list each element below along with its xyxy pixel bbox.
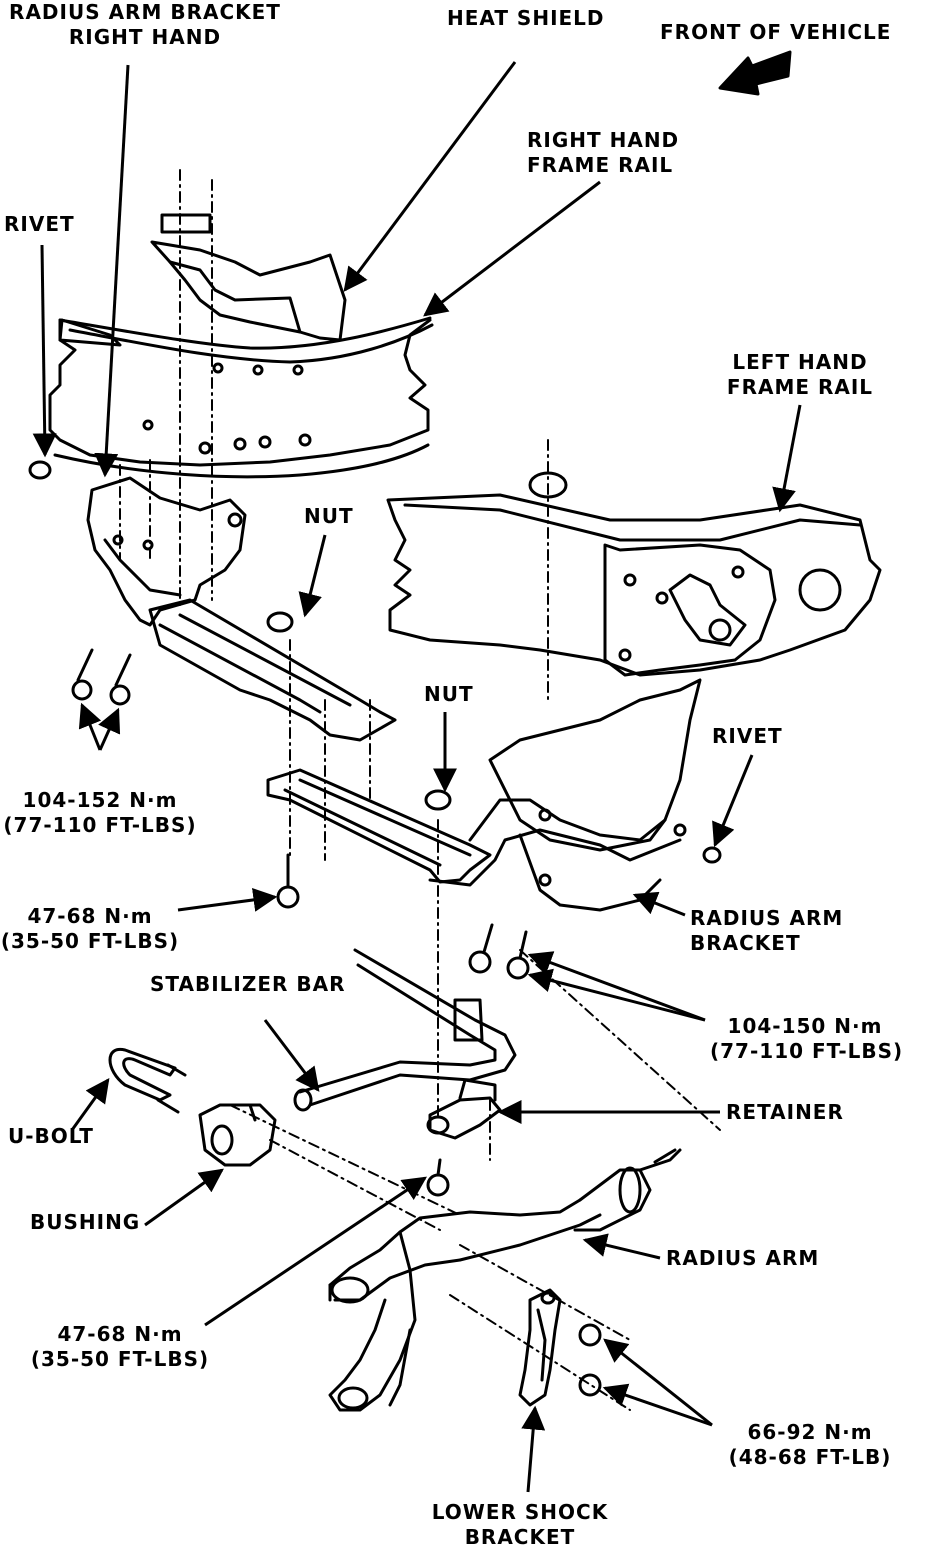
leader-radius-arm-bracket-rh xyxy=(94,64,130,478)
label-bushing: BUSHING xyxy=(30,1210,141,1234)
label-u-bolt: U-BOLT xyxy=(8,1124,94,1148)
label-stabilizer-bar: STABILIZER BAR xyxy=(150,972,346,996)
leader-lh-frame-rail xyxy=(772,404,802,513)
lower-shock-bracket xyxy=(518,1288,562,1407)
leader-heat-shield xyxy=(343,61,517,292)
crossmember xyxy=(148,598,492,884)
radius-arm xyxy=(328,1148,682,1412)
radius-arm-bracket xyxy=(428,678,702,912)
label-nut-upper: NUT xyxy=(304,504,354,528)
leader-torque-104-150-b xyxy=(527,968,706,1022)
u-bolt xyxy=(108,1047,187,1114)
label-torque-104-152: 104-152 N·m(77-110 FT-LBS) xyxy=(3,788,197,837)
leader-nut-upper xyxy=(298,534,327,618)
leader-torque-66-92-a xyxy=(603,1338,713,1427)
front-of-vehicle-arrow xyxy=(718,50,792,96)
leader-torque-104-150-a xyxy=(527,951,706,1022)
label-torque-66-92: 66-92 N·m(48-68 FT-LB) xyxy=(728,1420,892,1469)
leader-radius-arm xyxy=(582,1233,661,1260)
leader-torque-104-152-a xyxy=(78,702,102,751)
leader-lower-shock-bracket xyxy=(521,1405,546,1493)
heat-shield xyxy=(150,213,347,342)
right-hand-frame-rail xyxy=(48,316,434,479)
leader-torque-104-152-b xyxy=(98,707,121,751)
leader-torque-47-68-upper xyxy=(177,887,278,912)
label-retainer: RETAINER xyxy=(726,1100,844,1124)
label-heat-shield: HEAT SHIELD xyxy=(447,6,605,30)
label-rivet-right: RIVET xyxy=(712,724,783,748)
leader-bushing xyxy=(144,1168,224,1227)
label-radius-arm: RADIUS ARM xyxy=(666,1246,820,1270)
label-torque-104-150: 104-150 N·m(77-110 FT-LBS) xyxy=(710,1014,904,1063)
leader-torque-47-68-lower xyxy=(204,1176,427,1327)
label-torque-47-68-upper: 47-68 N·m(35-50 FT-LBS) xyxy=(0,904,180,953)
label-nut-lower: NUT xyxy=(424,682,474,706)
radius-arm-bracket-right-hand xyxy=(86,476,247,627)
leader-rivet-left xyxy=(32,244,57,458)
label-torque-47-68-lower: 47-68 N·m(35-50 FT-LBS) xyxy=(30,1322,210,1371)
label-rivet-left: RIVET xyxy=(4,212,75,236)
fasteners xyxy=(28,460,722,1397)
leader-stabilizer-bar xyxy=(263,1019,320,1092)
leader-rh-frame-rail xyxy=(423,180,601,317)
bushing xyxy=(198,1103,277,1167)
leader-radius-arm-bracket xyxy=(632,891,686,917)
left-hand-frame-rail xyxy=(386,493,882,677)
label-front-of-vehicle: FRONT OF VEHICLE xyxy=(660,20,892,44)
leader-u-bolt xyxy=(70,1078,110,1131)
leader-rivet-right xyxy=(712,754,754,848)
leader-torque-66-92-b xyxy=(602,1383,713,1427)
